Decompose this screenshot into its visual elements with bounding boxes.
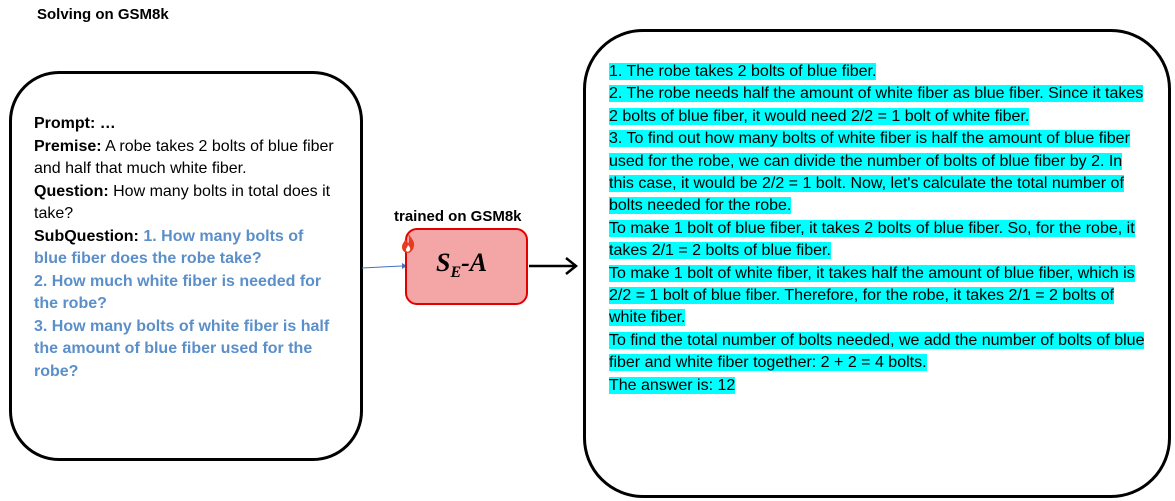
output-arrowhead bbox=[565, 257, 579, 275]
output-line: 3. To find out how many bolts of white f… bbox=[609, 128, 1149, 218]
output-text: 1. The robe takes 2 bolts of blue fiber.… bbox=[609, 61, 1149, 397]
input-arrowhead bbox=[402, 263, 407, 269]
output-line: To make 1 bolt of white fiber, it takes … bbox=[609, 263, 1149, 330]
question-label: Question: bbox=[34, 182, 109, 200]
premise-label: Premise: bbox=[34, 137, 102, 155]
model-box bbox=[405, 228, 528, 305]
model-name-suffix: -A bbox=[461, 248, 488, 277]
input-box bbox=[9, 71, 363, 461]
output-line: To find the total number of bolts needed… bbox=[609, 330, 1149, 375]
trained-label: trained on GSM8k bbox=[394, 208, 522, 225]
model-name-main: S bbox=[436, 248, 451, 277]
question-text: How many bolts in total does it take? bbox=[34, 182, 331, 223]
model-name-sub: E bbox=[450, 264, 462, 282]
output-line-text: 3. To find out how many bolts of white f… bbox=[609, 130, 1130, 215]
output-line: 2. The robe needs half the amount of whi… bbox=[609, 83, 1149, 128]
subquestion-block: SubQuestion: 1. How many bolts of blue f… bbox=[34, 226, 339, 384]
subquestion-label: SubQuestion: bbox=[34, 227, 139, 245]
question-line: Question: How many bolts in total does i… bbox=[34, 181, 339, 226]
input-arrow bbox=[361, 265, 403, 269]
output-line: 1. The robe takes 2 bolts of blue fiber. bbox=[609, 61, 1149, 83]
premise-text: A robe takes 2 bolts of blue fiber and h… bbox=[34, 137, 334, 178]
input-text: Prompt: … Premise: A robe takes 2 bolts … bbox=[34, 113, 339, 383]
output-line-text: To make 1 bolt of blue fiber, it takes 2… bbox=[609, 219, 1135, 260]
prompt-line: Prompt: … bbox=[34, 113, 339, 136]
output-line-text: To find the total number of bolts needed… bbox=[609, 331, 1145, 372]
fire-icon bbox=[402, 233, 415, 253]
output-box bbox=[583, 29, 1171, 498]
output-line: To make 1 bolt of blue fiber, it takes 2… bbox=[609, 218, 1149, 263]
prompt-label: Prompt: … bbox=[34, 115, 116, 132]
answer-line: The answer is: 12 bbox=[609, 376, 736, 394]
output-line-text: 1. The robe takes 2 bolts of blue fiber. bbox=[609, 63, 877, 80]
subquestion-2: 2. How much white fiber is needed for th… bbox=[34, 272, 322, 313]
subquestion-1: 1. How many bolts of blue fiber does the… bbox=[34, 227, 304, 268]
output-line-text: To make 1 bolt of white fiber, it takes … bbox=[609, 264, 1135, 327]
output-line: The answer is: 12 bbox=[609, 375, 1149, 397]
premise-line: Premise: A robe takes 2 bolts of blue fi… bbox=[34, 136, 339, 181]
model-name: SE-A bbox=[436, 248, 487, 282]
page-title: Solving on GSM8k bbox=[37, 6, 169, 23]
subquestion-3: 3. How many bolts of white fiber is half… bbox=[34, 317, 330, 380]
output-line-text: 2. The robe needs half the amount of whi… bbox=[609, 85, 1144, 125]
